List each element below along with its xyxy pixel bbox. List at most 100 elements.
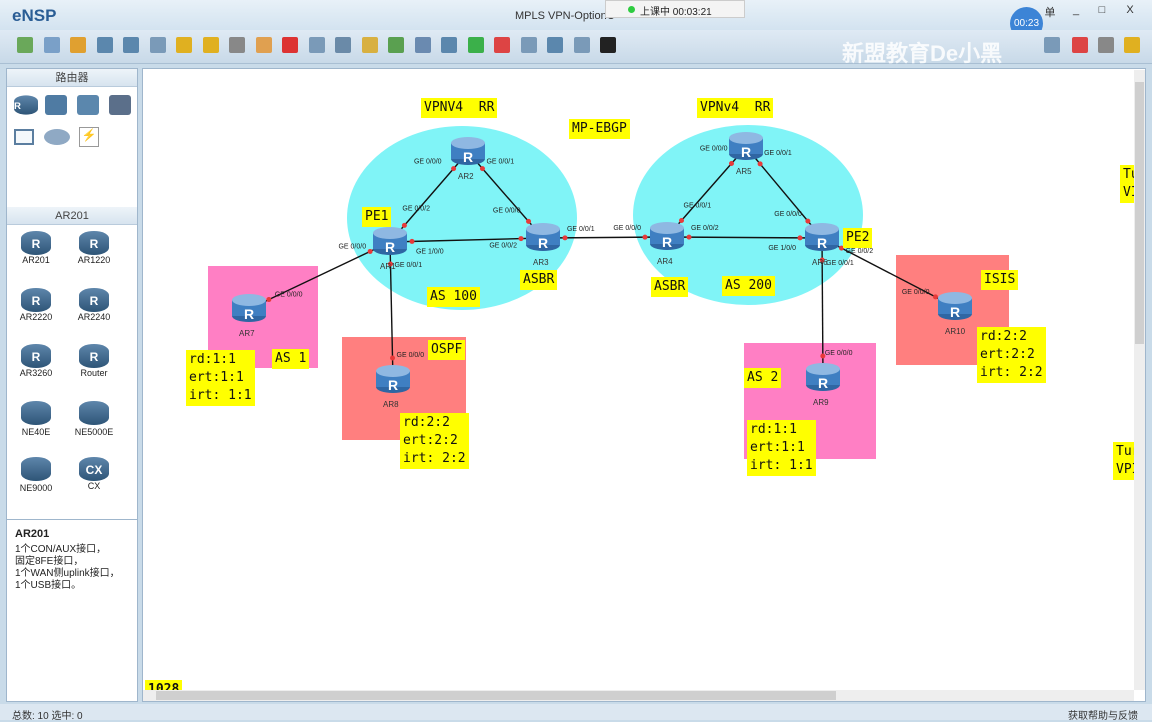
router-ar7[interactable]: R [232,294,266,322]
device-ne40e[interactable]: NE40E [9,400,63,437]
interface-label: GE 0/0/1 [567,226,595,233]
label-as200[interactable]: AS 200 [722,276,775,296]
help-link[interactable]: 获取帮助与反馈 [1068,711,1138,722]
label-ospf[interactable]: OSPF [428,340,466,360]
label-asbr2[interactable]: ASBR [651,277,689,297]
print-icon[interactable] [149,37,166,53]
interface-label: GE 0/0/1 [394,262,422,269]
label-isis[interactable]: ISIS [981,270,1019,290]
device-ne9000[interactable]: NE9000 [9,457,63,493]
label-tu2[interactable]: Tur VPI [1113,442,1134,480]
select-icon[interactable] [229,37,245,53]
topology-canvas[interactable] [142,68,1146,702]
cloud-category-icon[interactable] [44,129,70,145]
open-icon[interactable] [70,37,86,53]
router-name: AR1 [380,262,396,271]
interface-label: GE 0/0/2 [402,205,430,212]
menu-button[interactable]: 单 [1044,7,1056,19]
router-ar9[interactable]: R [806,363,840,391]
vertical-scrollbar[interactable] [1134,70,1145,690]
firewall-category-icon[interactable] [109,95,131,115]
wireless-category-icon[interactable] [77,95,99,115]
router-ar4[interactable]: R [650,222,684,250]
label-vpn9[interactable]: rd:1:1 ert:1:1 irt: 1:1 [747,420,816,476]
capture-icon[interactable] [520,37,537,53]
redo-icon[interactable] [202,37,219,53]
model-header: AR201 [7,207,137,225]
new-topology-icon[interactable] [17,37,33,53]
port-dot [526,218,532,224]
help-icon[interactable] [1124,37,1140,53]
minimize-button[interactable]: _ [1072,4,1080,16]
fit-icon[interactable] [441,37,457,53]
status-count: 总数: 10 选中: 0 [12,711,83,722]
zoom-in-icon[interactable] [388,37,404,53]
label-vpn7[interactable]: rd:1:1 ert:1:1 irt: 1:1 [186,350,255,406]
port-dot [409,238,415,244]
delete-icon[interactable] [282,37,298,53]
label-asbr1[interactable]: ASBR [520,270,558,290]
label-as2[interactable]: AS 2 [744,368,782,388]
settings-icon[interactable] [1098,37,1114,53]
port-dot [401,222,407,228]
router-ar8[interactable]: R [376,365,410,393]
label-rr1[interactable]: VPNV4 RR [421,98,498,118]
horizontal-scroll-thumb[interactable] [156,691,836,700]
label-pe1[interactable]: PE1 [362,207,392,227]
label-tu1[interactable]: Tu VI [1120,165,1134,203]
huawei-icon[interactable] [1072,37,1088,53]
label-pe2[interactable]: PE2 [843,228,873,248]
text-icon[interactable] [335,37,351,53]
router-ar10[interactable]: R [938,292,972,320]
router-ar3[interactable]: R [526,223,560,251]
topology-icon[interactable] [547,37,563,53]
delete-link-icon[interactable] [308,37,325,53]
router-icon [21,400,51,425]
save-icon[interactable] [96,37,113,53]
chat-icon[interactable] [1044,37,1060,53]
label-vpn8[interactable]: rd:2:2 ert:2:2 irt: 2:2 [400,413,469,469]
new-lab-icon[interactable] [43,37,60,53]
router-ar2[interactable]: R [451,137,485,165]
router-icon-glyph: R [818,375,828,391]
router-ar1[interactable]: R [373,227,407,255]
as200-area [633,125,863,305]
zoom-out-icon[interactable] [414,37,431,53]
class-timer[interactable]: 上课中 00:03:21 [605,0,745,18]
label-as1[interactable]: AS 1 [272,349,310,369]
console-icon[interactable] [600,37,616,53]
label-as100[interactable]: AS 100 [427,287,480,307]
port-dot [819,257,825,263]
pan-icon[interactable] [255,37,272,53]
grid-icon[interactable] [573,37,590,53]
port-dot [728,161,734,167]
maximize-button[interactable]: □ [1098,4,1106,16]
undo-icon[interactable] [176,37,192,53]
router-category-icon[interactable]: R [14,95,38,115]
label-rr2[interactable]: VPNv4 RR [697,98,774,118]
switch-category-icon[interactable] [45,95,67,115]
stop-device-icon[interactable] [494,37,510,53]
label-num[interactable]: 1028 [145,680,183,690]
link-category-icon[interactable]: ⚡ [79,127,99,147]
palette-icon[interactable] [361,37,378,53]
vertical-scroll-thumb[interactable] [1135,82,1144,344]
device-ne5000e[interactable]: NE5000E [67,400,121,437]
label-mpebgp[interactable]: MP-EBGP [569,119,630,139]
close-button[interactable]: X [1126,4,1134,16]
port-dot [387,261,393,267]
save-as-icon[interactable] [123,37,139,53]
router-ar6[interactable]: R [805,223,839,251]
router-ar5[interactable]: R [729,132,763,160]
pc-category-icon[interactable] [14,129,34,145]
start-device-icon[interactable] [467,37,484,53]
router-icon-glyph: R [817,235,827,251]
label-vpn10[interactable]: rd:2:2 ert:2:2 irt: 2:2 [977,327,1046,383]
